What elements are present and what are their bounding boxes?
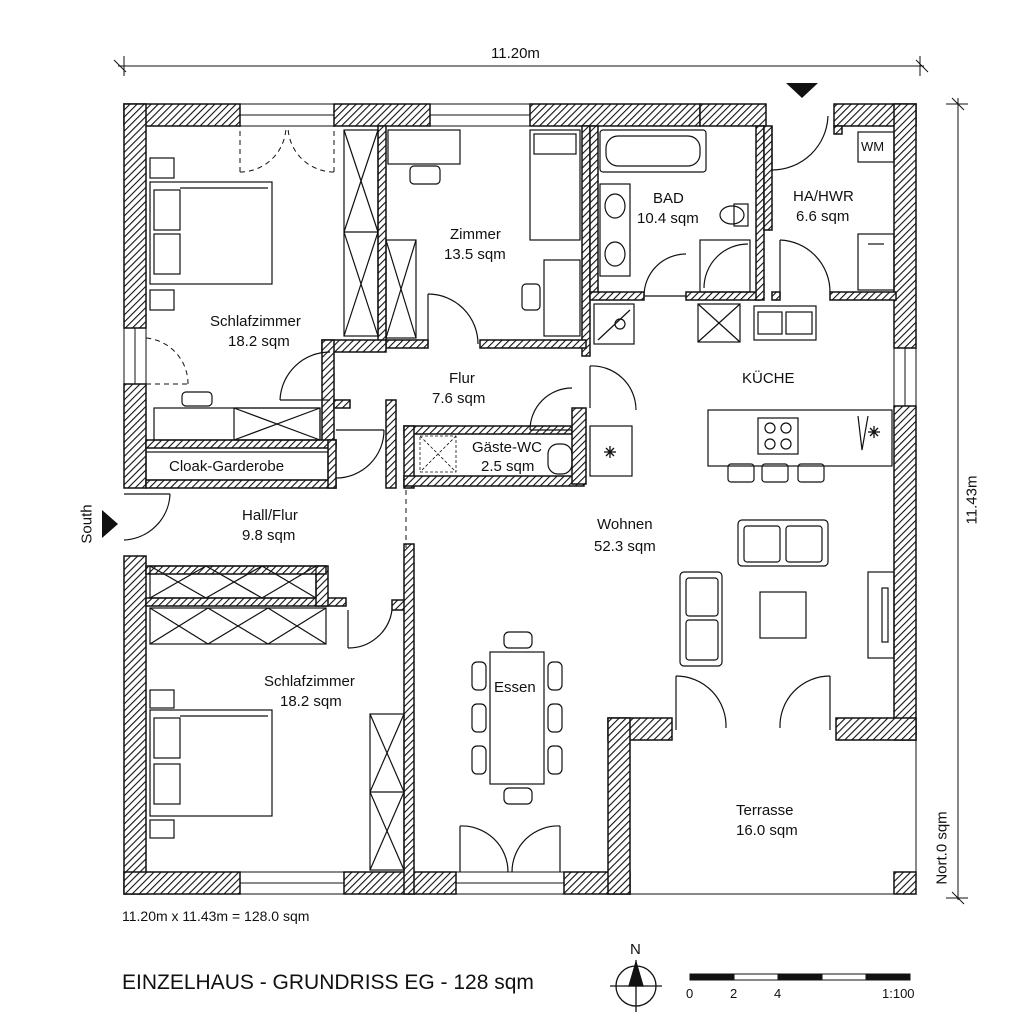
dimension-right [946, 97, 968, 905]
room-schlafzimmer-1-name: Schlafzimmer [210, 313, 301, 330]
room-kueche-name: KÜCHE [742, 370, 795, 387]
room-flur-name: Flur [449, 370, 475, 387]
area-calculation: 11.20m x 11.43m = 128.0 sqm [122, 908, 310, 924]
scale-bar [689, 973, 911, 981]
dimension-area-label: Nort.0 sqm [933, 811, 951, 885]
room-schlafzimmer-2-name: Schlafzimmer [264, 673, 355, 690]
room-schlafzimmer-1-area: 18.2 sqm [228, 333, 290, 350]
room-gaeste-wc-area: 2.5 sqm [481, 458, 535, 475]
entrance-arrow-west [102, 510, 118, 538]
orientation-west-label: South [78, 504, 96, 544]
room-wohnen-name: Wohnen [597, 516, 653, 533]
scale-tick-0: 0 [686, 986, 694, 1001]
scale-tick-4: 4 [774, 986, 782, 1001]
plan-title: EINZELHAUS - GRUNDRISS EG - 128 sqm [122, 971, 534, 994]
dimension-width-label: 11.20m [491, 45, 540, 62]
scale-ratio: 1:100 [882, 986, 915, 1001]
room-terrasse-area: 16.0 sqm [736, 822, 798, 839]
room-zimmer-name: Zimmer [450, 226, 501, 243]
scale-tick-2: 2 [730, 986, 738, 1001]
room-terrasse-name: Terrasse [736, 802, 794, 819]
room-cloak-name: Cloak-Garderobe [169, 458, 285, 475]
walls [123, 103, 917, 895]
room-hall-area: 9.8 sqm [242, 527, 296, 544]
room-gaeste-wc-name: Gäste-WC [472, 439, 543, 456]
room-flur-area: 7.6 sqm [432, 390, 486, 407]
dimension-height-label: 11.43m [963, 475, 981, 525]
room-bad-area: 10.4 sqm [637, 210, 699, 227]
dimension-top [113, 56, 929, 76]
room-hwr-name: HA/HWR [793, 188, 854, 205]
room-schlafzimmer-2-area: 18.2 sqm [280, 693, 342, 710]
room-zimmer-area: 13.5 sqm [444, 246, 506, 263]
room-hall-name: Hall/Flur [242, 507, 298, 524]
entrance-arrow-top [786, 83, 818, 98]
washing-machine-label: WM [861, 139, 885, 154]
room-essen-name: Essen [494, 679, 536, 696]
room-hwr-area: 6.6 sqm [796, 208, 850, 225]
room-bad-name: BAD [653, 190, 684, 207]
room-wohnen-area: 52.3 sqm [594, 538, 656, 555]
north-label: N [630, 941, 641, 958]
north-compass [610, 959, 662, 1012]
